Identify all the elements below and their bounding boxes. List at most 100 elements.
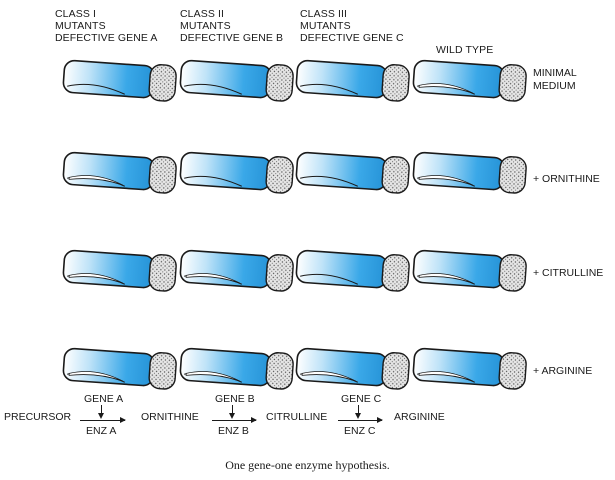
tube-medium (62, 249, 155, 289)
test-tube (295, 151, 410, 194)
test-tube (412, 347, 527, 390)
tube-medium (179, 59, 272, 99)
test-tube (412, 249, 527, 292)
growth-streak (418, 175, 474, 186)
test-tube (62, 347, 177, 390)
pathway-citrulline: CITRULLINE (266, 411, 328, 423)
biochemical-pathway: PRECURSOR GENE A ENZ A ORNITHINE GENE B … (0, 388, 615, 448)
tube-medium (295, 59, 388, 99)
growth-streak (68, 273, 124, 284)
tube-medium (412, 347, 505, 387)
column-header-line: CLASS III (300, 8, 348, 20)
growth-streak (418, 371, 474, 382)
column-header-line: DEFECTIVE GENE B (180, 32, 284, 44)
slant-line (67, 83, 125, 95)
test-tube (179, 249, 294, 292)
pathway-gene-c: GENE C (341, 393, 382, 405)
arrow-ornithine-to-citrulline (212, 417, 257, 423)
tube-medium (62, 347, 155, 387)
pathway-arginine: ARGININE (394, 411, 445, 423)
row-label-minimal-medium: MINIMAL MEDIUM (533, 67, 577, 93)
tube-medium (295, 151, 388, 191)
pathway-precursor: PRECURSOR (4, 411, 72, 423)
pathway-ornithine: ORNITHINE (141, 411, 199, 423)
pathway-gene-a: GENE A (84, 393, 124, 405)
test-tube (295, 59, 410, 102)
pathway-gene-b: GENE B (215, 393, 255, 405)
cotton-plug (148, 254, 177, 292)
cotton-plug (265, 254, 294, 292)
slant-line (300, 83, 358, 95)
cotton-plug (381, 156, 410, 194)
cotton-plug (148, 64, 177, 102)
gene-c-pointer (355, 405, 361, 419)
row-label-line: + CITRULLINE (533, 267, 604, 279)
cotton-plug (265, 156, 294, 194)
test-tube (179, 347, 294, 390)
test-tube (62, 249, 177, 292)
tube-medium (412, 59, 505, 99)
cotton-plug (381, 64, 410, 102)
test-tube (295, 347, 410, 390)
gene-a-pointer (98, 405, 104, 419)
row-label-ornithine: + ORNITHINE (533, 173, 600, 186)
row-label-line: MEDIUM (533, 80, 576, 92)
figure-caption: One gene-one enzyme hypothesis. (225, 458, 390, 472)
column-header-line: CLASS II (180, 8, 224, 20)
column-header-line: WILD TYPE (436, 44, 494, 56)
row-label-line: MINIMAL (533, 67, 577, 79)
test-tube (412, 151, 527, 194)
tube-medium (62, 59, 155, 99)
row-label-citrulline: + CITRULLINE (533, 267, 603, 280)
tube-medium (412, 151, 505, 191)
tube-medium (179, 249, 272, 289)
tube-medium (295, 347, 388, 387)
slant-line (300, 175, 358, 187)
cotton-plug (498, 156, 527, 194)
test-tube (412, 59, 527, 102)
growth-streak (418, 83, 474, 94)
pathway-enz-c: ENZ C (344, 425, 376, 437)
tube-medium (179, 151, 272, 191)
arrow-precursor-to-ornithine (80, 417, 126, 423)
cotton-plug (381, 352, 410, 390)
test-tube (295, 249, 410, 292)
column-header-line: MUTANTS (300, 20, 351, 32)
column-header-class-ii: CLASS II MUTANTS DEFECTIVE GENE B (180, 8, 283, 44)
column-header-line: DEFECTIVE GENE C (300, 32, 404, 44)
pathway-enz-b: ENZ B (218, 425, 249, 437)
growth-streak (185, 371, 241, 382)
slant-line (184, 83, 242, 95)
column-header-class-i: CLASS I MUTANTS DEFECTIVE GENE A (55, 8, 158, 44)
cotton-plug (148, 352, 177, 390)
column-header-line: MUTANTS (55, 20, 106, 32)
tube-medium (62, 151, 155, 191)
growth-streak (185, 273, 241, 284)
cotton-plug (381, 254, 410, 292)
row-label-line: + ORNITHINE (533, 173, 600, 185)
cotton-plug (498, 352, 527, 390)
test-tube (179, 59, 294, 102)
test-tube (179, 151, 294, 194)
cotton-plug (148, 156, 177, 194)
test-tube-grid (62, 59, 527, 390)
arrow-citrulline-to-arginine (338, 417, 383, 423)
cotton-plug (265, 64, 294, 102)
column-header-wild-type: WILD TYPE (436, 44, 493, 56)
column-header-line: MUTANTS (180, 20, 231, 32)
pathway-enz-a: ENZ A (86, 425, 117, 437)
test-tube (62, 59, 177, 102)
row-label-arginine: + ARGININE (533, 365, 592, 378)
growth-streak (301, 371, 357, 382)
tube-medium (295, 249, 388, 289)
column-header-line: CLASS I (55, 8, 96, 20)
row-label-line: + ARGININE (533, 365, 593, 377)
test-tube (62, 151, 177, 194)
column-header-class-iii: CLASS III MUTANTS DEFECTIVE GENE C (300, 8, 404, 44)
growth-streak (68, 371, 124, 382)
column-header-line: DEFECTIVE GENE A (55, 32, 158, 44)
cotton-plug (265, 352, 294, 390)
cotton-plug (498, 64, 527, 102)
gene-b-pointer (229, 405, 235, 419)
slant-line (300, 273, 358, 285)
